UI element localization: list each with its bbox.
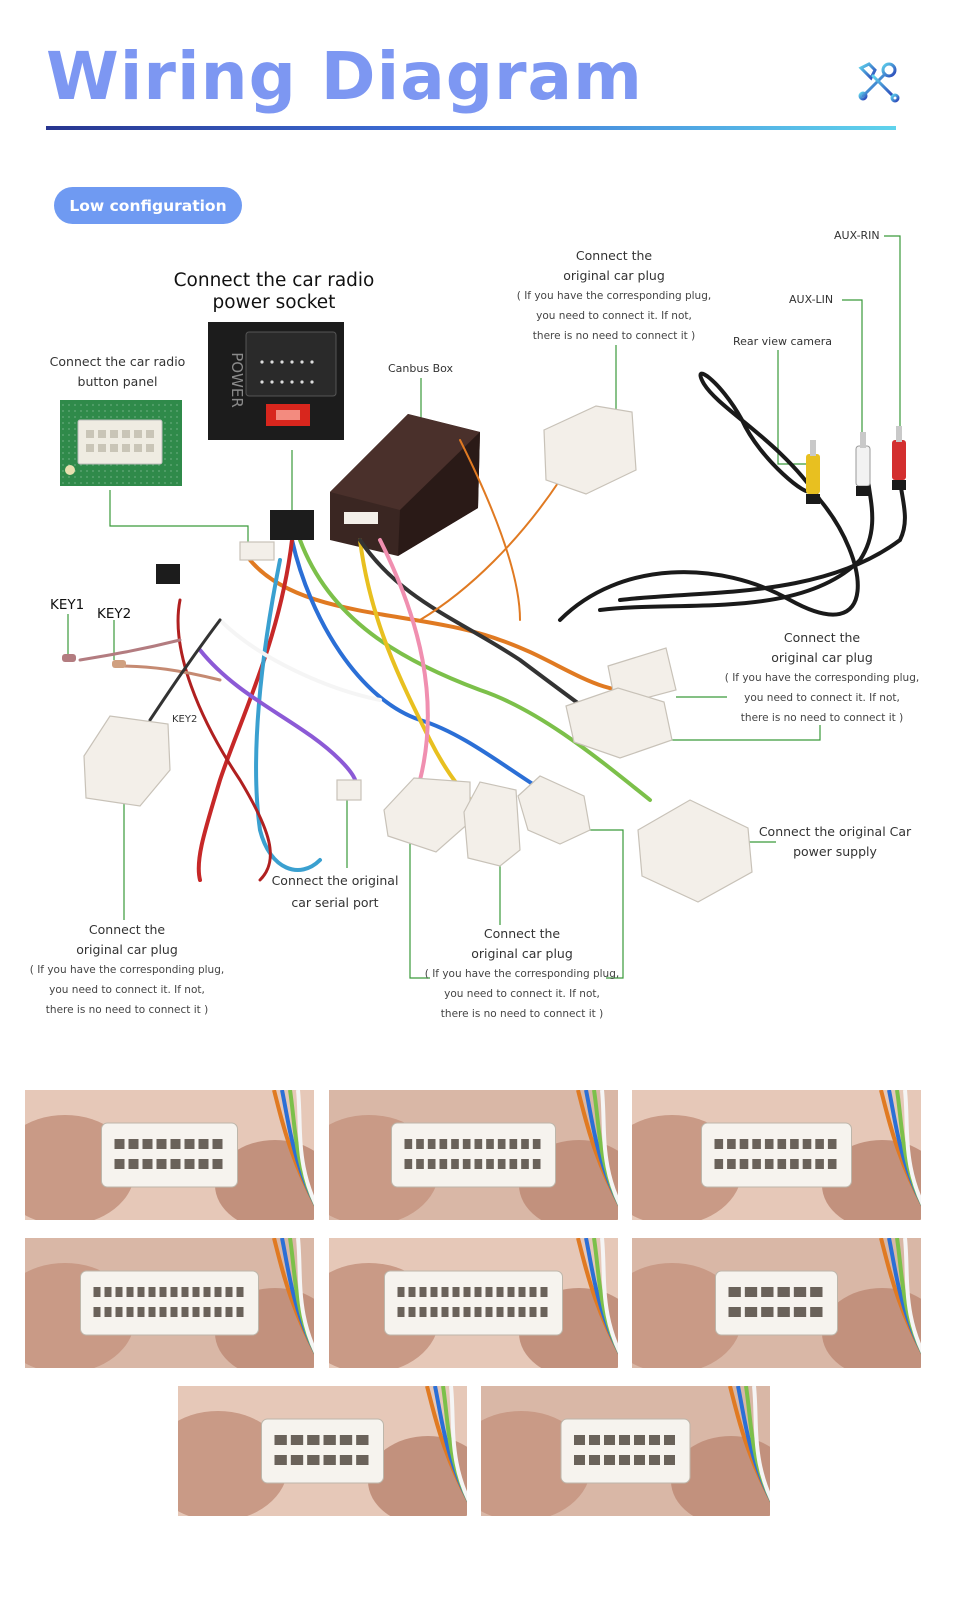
button-panel-line1: Connect the car radio: [49, 354, 186, 369]
plug-bottom-note1: ( If you have the corresponding plug,: [424, 968, 620, 980]
connector-bottom-2: [463, 781, 521, 867]
tools-icon: [858, 62, 900, 103]
power-socket-line2: power socket: [212, 292, 336, 313]
connector-photo-3: [632, 1090, 921, 1220]
plug-bottom-note2: you need to connect it. If not,: [444, 988, 600, 1000]
plug-bottom-note3: there is no need to connect it ): [440, 1008, 604, 1020]
plug-left-callout: Connect the original car plug ( If you h…: [24, 920, 230, 1020]
plug-top-line2: original car plug: [563, 268, 665, 283]
serial-port-line2: car serial port: [291, 895, 379, 910]
connector-left: [83, 715, 171, 807]
plug-left-note2: you need to connect it. If not,: [49, 984, 205, 996]
plug-right-callout: Connect the original car plug ( If you h…: [722, 628, 922, 728]
plug-right-note1: ( If you have the corresponding plug,: [724, 672, 920, 684]
connector-photo-6: [632, 1238, 921, 1368]
power-supply-callout: Connect the original Car power supply: [752, 822, 918, 862]
key1-label: KEY1: [50, 597, 85, 613]
serial-port-callout: Connect the original car serial port: [262, 870, 408, 914]
connector-photo-4: [25, 1238, 314, 1368]
connector-photo-7: [178, 1386, 467, 1516]
serial-port-line1: Connect the original: [271, 873, 399, 888]
power-supply-line1: Connect the original Car: [758, 824, 912, 839]
power-supply-line2: power supply: [793, 844, 877, 859]
connector-photo-2: [329, 1090, 618, 1220]
button-panel-callout: Connect the car radio button panel: [40, 352, 195, 392]
plug-right-note2: you need to connect it. If not,: [744, 692, 900, 704]
plug-bottom-line1: Connect the: [483, 926, 561, 941]
canbus-label: Canbus Box: [388, 362, 454, 375]
connector-button-plug: [239, 541, 275, 561]
plug-top-note3: there is no need to connect it ): [532, 330, 696, 342]
aux-rin-label: AUX-RIN: [834, 229, 880, 242]
connector-small-black: [156, 564, 180, 584]
connector-photo-8: [481, 1386, 770, 1516]
rca-red: [892, 426, 906, 490]
connector-harness-black: [270, 510, 314, 540]
connector-top: [543, 405, 637, 495]
power-socket-callout: Connect the car radio power socket: [160, 270, 388, 314]
connector-right-2: [565, 687, 673, 759]
key2-small-label: KEY2: [172, 714, 198, 725]
rca-yellow: [806, 440, 820, 504]
plug-top-note2: you need to connect it. If not,: [536, 310, 692, 322]
power-label: POWER: [228, 352, 246, 408]
connector-serial: [336, 779, 362, 801]
connector-photo-5: [329, 1238, 618, 1368]
wiring-harness-diagram: POWER: [60, 235, 907, 979]
radio-power-socket: POWER: [208, 322, 344, 440]
plug-top-note1: ( If you have the corresponding plug,: [516, 290, 712, 302]
button-panel-socket: [60, 400, 182, 486]
connector-photo-1: [25, 1090, 314, 1220]
connector-bottom-3: [517, 775, 591, 845]
page-title: Wiring Diagram: [46, 38, 643, 115]
key2-tip: [112, 660, 126, 668]
title-underline: [46, 126, 896, 130]
plug-top-line1: Connect the: [575, 248, 653, 263]
plug-right-note3: there is no need to connect it ): [740, 712, 904, 724]
rca-white: [855, 432, 871, 496]
plug-left-note3: there is no need to connect it ): [45, 1004, 209, 1016]
aux-lin-label: AUX-LIN: [789, 293, 834, 306]
plug-right-line2: original car plug: [771, 650, 873, 665]
key2-label: KEY2: [97, 606, 132, 622]
power-socket-line1: Connect the car radio: [173, 270, 375, 291]
plug-left-line1: Connect the: [88, 922, 166, 937]
connector-power-supply: [637, 799, 753, 903]
plug-top-callout: Connect the original car plug ( If you h…: [508, 246, 720, 346]
button-panel-line2: button panel: [77, 374, 158, 389]
plug-bottom-line2: original car plug: [471, 946, 573, 961]
rear-camera-label: Rear view camera: [733, 335, 833, 348]
plug-left-line2: original car plug: [76, 942, 178, 957]
canbus-box: [330, 414, 480, 556]
plug-left-note1: ( If you have the corresponding plug,: [29, 964, 225, 976]
plug-right-line1: Connect the: [783, 630, 861, 645]
connector-bottom-1: [383, 777, 471, 853]
key1-tip: [62, 654, 76, 662]
low-configuration-badge: Low configuration: [54, 187, 242, 224]
plug-bottom-callout: Connect the original car plug ( If you h…: [418, 924, 626, 1024]
